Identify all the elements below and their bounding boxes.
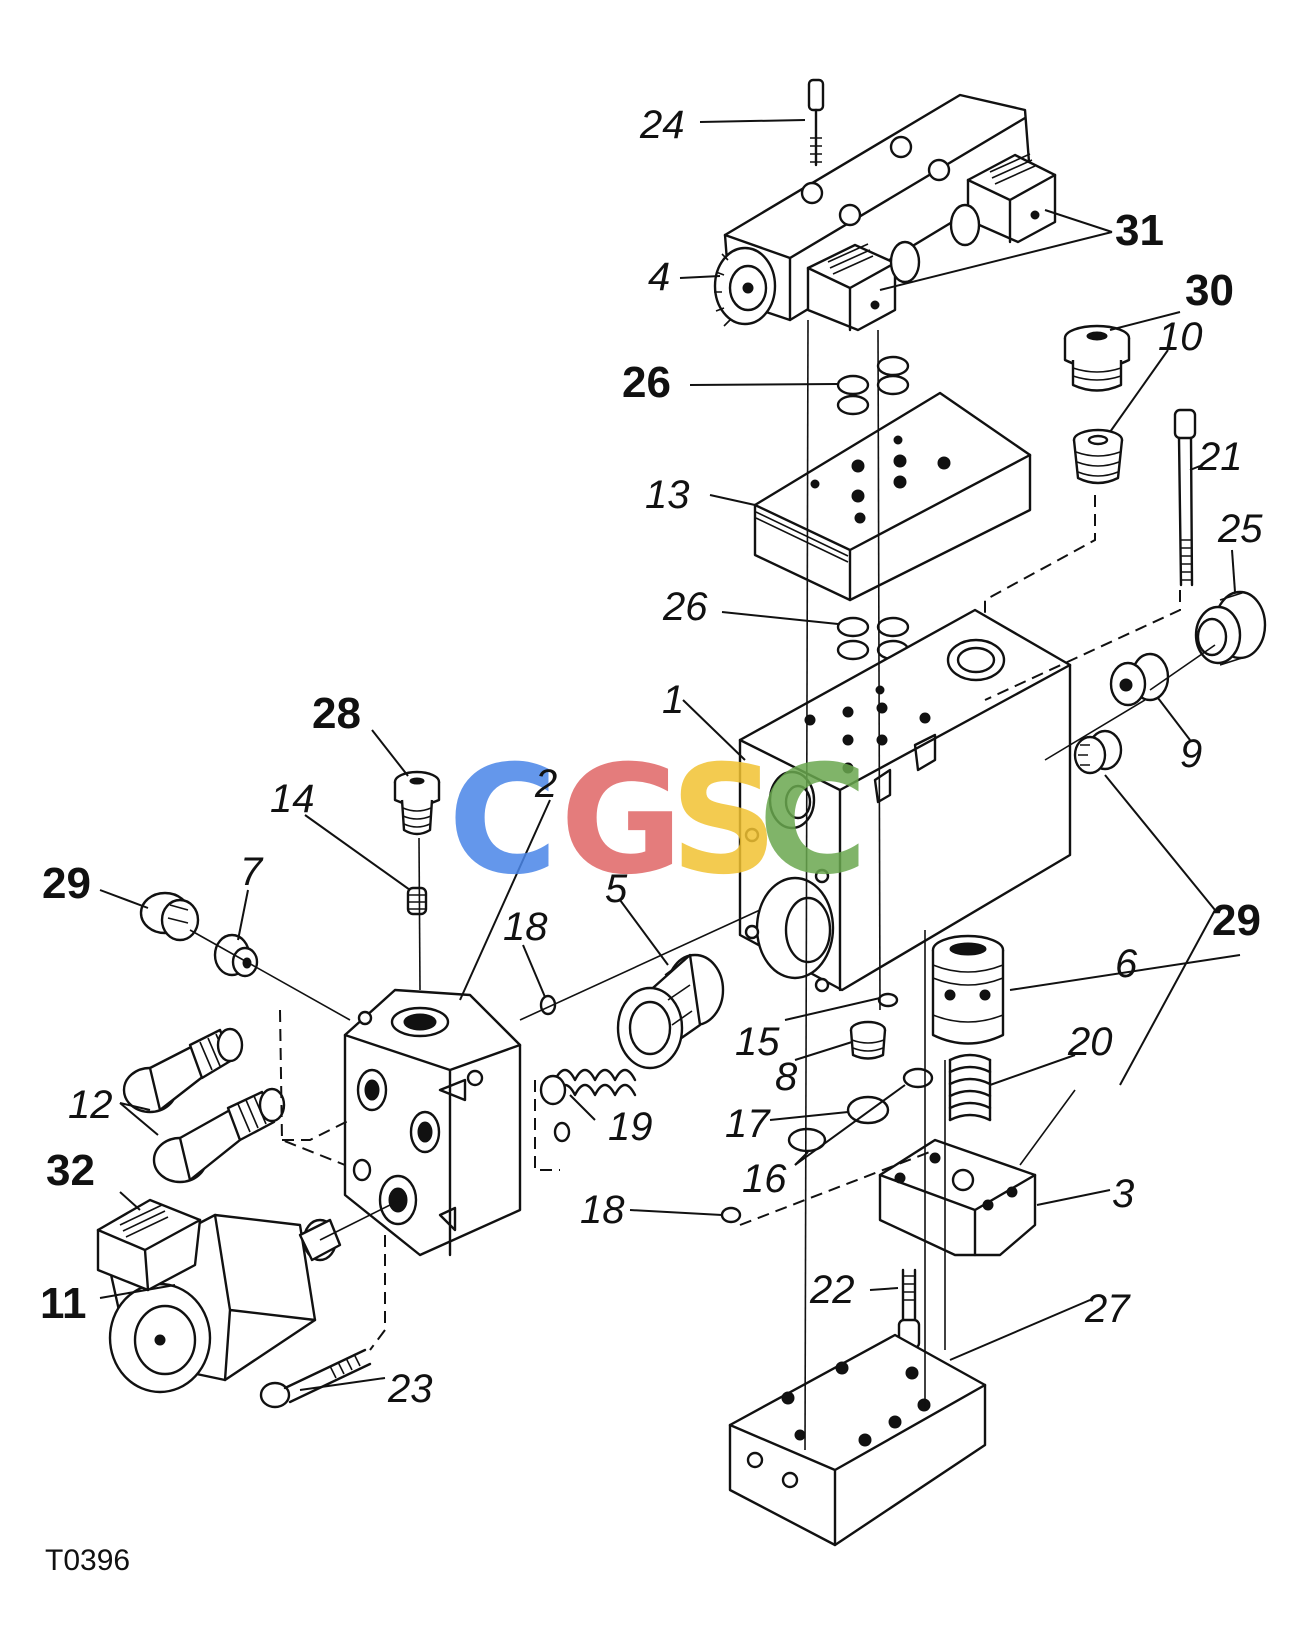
part-6-cartridge — [931, 934, 1005, 1045]
callout-11: 11 — [40, 1279, 87, 1328]
part-28-plug — [393, 770, 441, 836]
callout-22: 22 — [809, 1268, 855, 1312]
callout-16: 16 — [742, 1157, 787, 1201]
callout-28: 28 — [312, 689, 361, 738]
callout-31: 31 — [1115, 206, 1164, 255]
callout-12: 12 — [68, 1083, 113, 1127]
watermark-letter-c1: C — [448, 734, 558, 908]
callout-4: 4 — [648, 255, 670, 299]
callout-17: 17 — [725, 1102, 771, 1146]
part-30-plug — [1063, 324, 1131, 392]
part-7-plug — [213, 933, 259, 978]
callout-leaders — [99, 119, 1241, 1391]
part-32-coil-connector — [96, 1198, 202, 1292]
callout-2: 2 — [534, 762, 557, 806]
part-1-main-block — [738, 608, 1072, 993]
callout-3: 3 — [1112, 1172, 1134, 1216]
callout-13: 13 — [645, 473, 690, 517]
assembly-lines — [189, 319, 1216, 1451]
part-5-cartridge — [616, 953, 725, 1070]
callout-9: 9 — [1180, 732, 1202, 776]
watermark-letter-g: G — [560, 734, 683, 908]
watermark-letter-s: S — [670, 734, 778, 908]
part-12-valve-upper — [122, 1027, 244, 1114]
callout-30: 30 — [1185, 266, 1234, 315]
part-31-coil-connector-left — [806, 240, 921, 332]
callout-29-right: 29 — [1212, 896, 1261, 945]
callout-5: 5 — [605, 867, 628, 911]
part-18-o-ring-lower — [553, 1121, 742, 1224]
part-29-plug-right — [1073, 729, 1123, 775]
callout-25: 25 — [1217, 507, 1263, 551]
part-4-solenoid-valve — [713, 93, 1032, 327]
callout-7: 7 — [240, 850, 264, 894]
callout-6: 6 — [1115, 942, 1138, 986]
callout-21: 21 — [1197, 435, 1243, 479]
callout-labels: 24 31 4 30 10 26 13 21 25 26 1 9 28 2 14… — [40, 103, 1263, 1411]
part-25-plug — [1194, 590, 1267, 666]
callout-23: 23 — [387, 1367, 433, 1411]
callout-10: 10 — [1158, 315, 1203, 359]
callout-20: 20 — [1067, 1020, 1113, 1064]
part-10-plug — [1072, 428, 1124, 485]
part-26-o-rings-lower — [836, 616, 910, 661]
callout-8: 8 — [775, 1055, 798, 1099]
drawing-code: T0396 — [45, 1544, 130, 1577]
part-12-valve-lower — [152, 1087, 286, 1184]
part-14-small-plug — [406, 886, 428, 916]
callout-26-upper: 26 — [622, 358, 671, 407]
callout-26-lower: 26 — [662, 585, 708, 629]
callout-15: 15 — [735, 1020, 780, 1064]
part-2-left-block — [343, 988, 522, 1257]
part-15-o-ring — [877, 992, 899, 1008]
callout-27: 27 — [1084, 1287, 1131, 1331]
callout-14: 14 — [270, 777, 315, 821]
part-26-o-rings-upper — [836, 355, 910, 416]
callout-18-upper: 18 — [503, 905, 548, 949]
part-27-base-block — [728, 1333, 987, 1547]
part-22-screw — [897, 1268, 921, 1350]
callout-24: 24 — [639, 103, 685, 147]
part-23-bolt — [259, 1348, 372, 1409]
part-9-plug — [1109, 652, 1170, 707]
part-20-spring — [948, 1053, 992, 1122]
part-3-cover — [878, 1138, 1037, 1257]
callout-32: 32 — [46, 1146, 95, 1195]
part-21-long-bolt — [1173, 408, 1197, 587]
callout-19: 19 — [608, 1105, 653, 1149]
part-29-plug-left — [139, 891, 200, 942]
part-13-subplate — [753, 391, 1032, 602]
callout-29-left: 29 — [42, 859, 91, 908]
part-19-spring — [539, 1068, 637, 1106]
part-24-screw — [807, 78, 825, 167]
part-31-coil-connector-right — [949, 153, 1057, 247]
callout-18-lower: 18 — [580, 1188, 625, 1232]
watermark: C G S C — [448, 734, 868, 908]
part-8-plug — [849, 1020, 887, 1060]
watermark-letter-c2: C — [758, 734, 868, 908]
callout-1: 1 — [662, 678, 684, 722]
